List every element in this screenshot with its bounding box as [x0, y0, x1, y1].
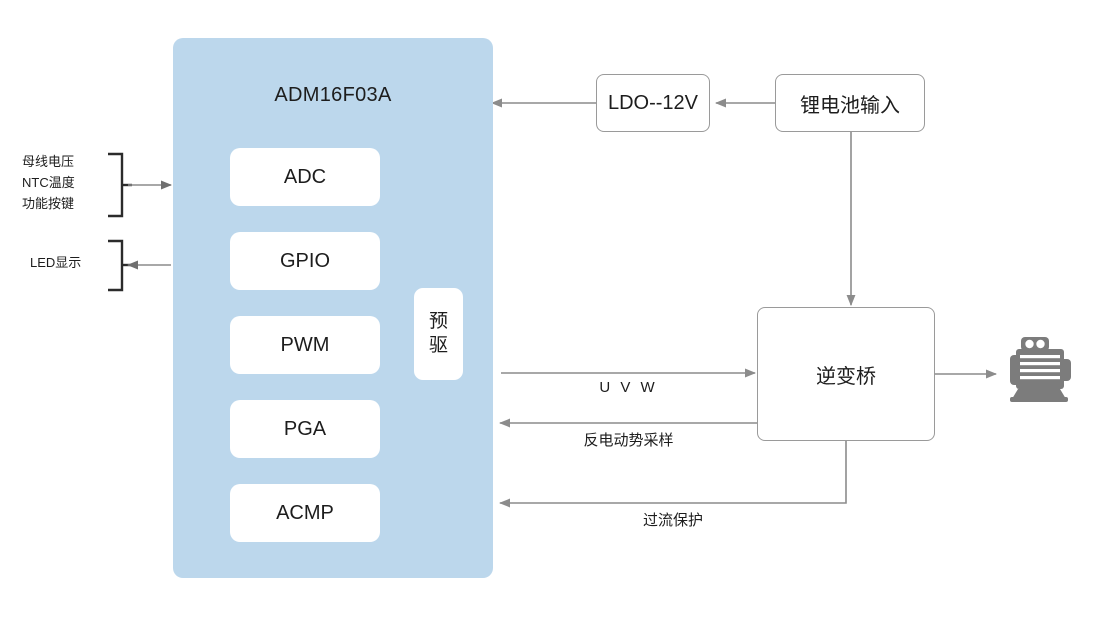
mcu-block-pga[interactable]: PGA [230, 400, 380, 458]
pre-driver-block[interactable]: 预 驱 [414, 288, 463, 380]
wire-over-current [498, 441, 847, 508]
wire-label-back-emf: 反电动势采样 [583, 432, 674, 449]
pre-driver-label-line2: 驱 [428, 335, 448, 356]
inverter-bridge-block[interactable]: 逆变桥 [757, 307, 935, 441]
ldo-block[interactable]: LDO--12V [596, 74, 710, 132]
mcu-block-adc[interactable]: ADC [230, 148, 380, 206]
wire-label-over-current: 过流保护 [642, 512, 703, 529]
input-signal-function-keys: 功能按键 [22, 196, 75, 211]
wire-label-uvw: U V W [599, 379, 658, 396]
mcu-block-gpio[interactable]: GPIO [230, 232, 380, 290]
input-signal-ntc-temperature: NTC温度 [22, 175, 75, 190]
bracket-inputs [108, 152, 132, 218]
output-signal-led-display: LED显示 [30, 255, 82, 270]
mcu-block-pwm[interactable]: PWM [230, 316, 380, 374]
battery-input-block[interactable]: 锂电池输入 [775, 74, 925, 132]
input-signal-bus-voltage: 母线电压 [22, 154, 75, 169]
output-signal-labels: LED显示 [30, 252, 81, 273]
mcu-title: ADM16F03A [274, 84, 392, 106]
pre-driver-label-line1: 预 [428, 311, 448, 333]
bracket-led [108, 239, 132, 292]
motor-icon [1010, 337, 1071, 402]
input-signal-labels: 母线电压 NTC温度 功能按键 [22, 151, 75, 214]
mcu-block-acmp[interactable]: ACMP [230, 484, 380, 542]
